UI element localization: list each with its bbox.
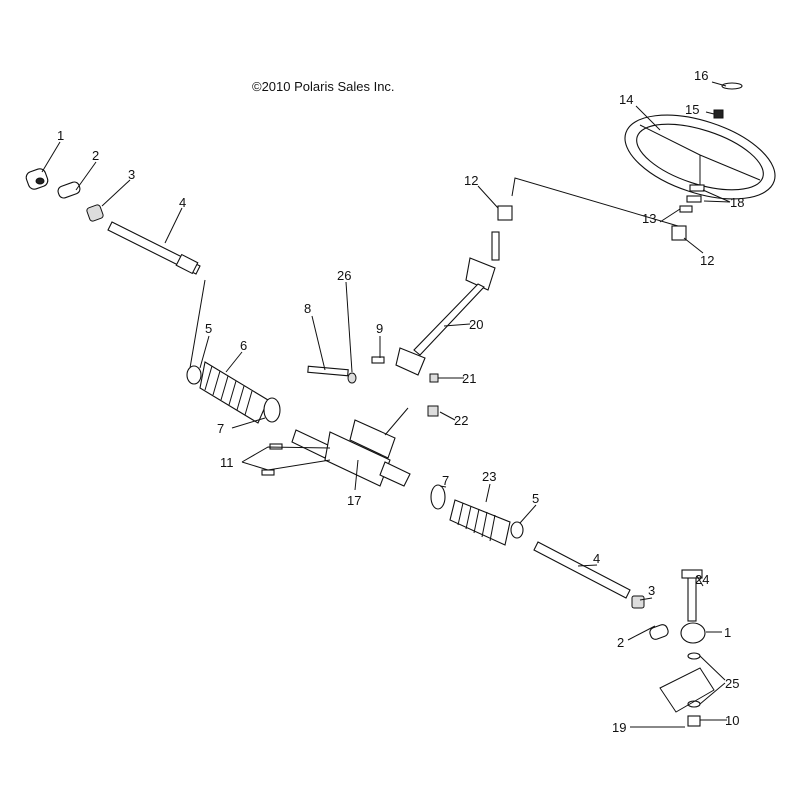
copyright-text: ©2010 Polaris Sales Inc. [252,79,395,94]
callout-22: 22 [454,413,468,428]
part-steering-wheel [497,82,776,241]
part-boot-right [430,484,524,546]
part-jam-nut-left [57,181,81,199]
callout-17: 17 [347,493,361,508]
callout-21: 21 [462,371,476,386]
part-tie-rod-right [533,541,715,728]
callout-16: 16 [694,68,708,83]
callout-11: 11 [220,455,234,470]
callout-labels: 1 1 2 2 3 3 4 4 5 5 6 7 7 8 9 10 11 12 1… [57,68,744,735]
part-steering-rack [261,356,411,487]
callout-24: 24 [695,572,709,587]
callout-13: 13 [642,211,656,226]
callout-20: 20 [469,317,483,332]
callout-26: 26 [337,268,351,283]
callout-14: 14 [619,92,633,107]
callout-25: 25 [725,676,739,691]
callout-9: 9 [376,321,383,336]
callout-4: 4 [179,195,186,210]
callout-2: 2 [92,148,99,163]
callout-10: 10 [725,713,739,728]
callout-5: 5 [205,321,212,336]
part-nut-left [86,204,104,222]
part-boot-left [186,361,281,424]
callout-1: 1 [724,625,731,640]
callout-8: 8 [304,301,311,316]
callout-6: 6 [240,338,247,353]
callout-3: 3 [648,583,655,598]
callout-1: 1 [57,128,64,143]
callout-15: 15 [685,102,699,117]
part-tie-rod-end-left [25,168,49,190]
callout-23: 23 [482,469,496,484]
callout-4: 4 [593,551,600,566]
leader-lines [41,81,731,728]
callout-2: 2 [617,635,624,650]
callout-19: 19 [612,720,626,735]
callout-18: 18 [730,195,744,210]
part-steering-shaft [395,231,500,417]
callout-7: 7 [442,473,449,488]
callout-12: 12 [464,173,478,188]
callout-12: 12 [700,253,714,268]
callout-5: 5 [532,491,539,506]
part-tie-rod-left [107,221,201,275]
callout-7: 7 [217,421,224,436]
callout-3: 3 [128,167,135,182]
